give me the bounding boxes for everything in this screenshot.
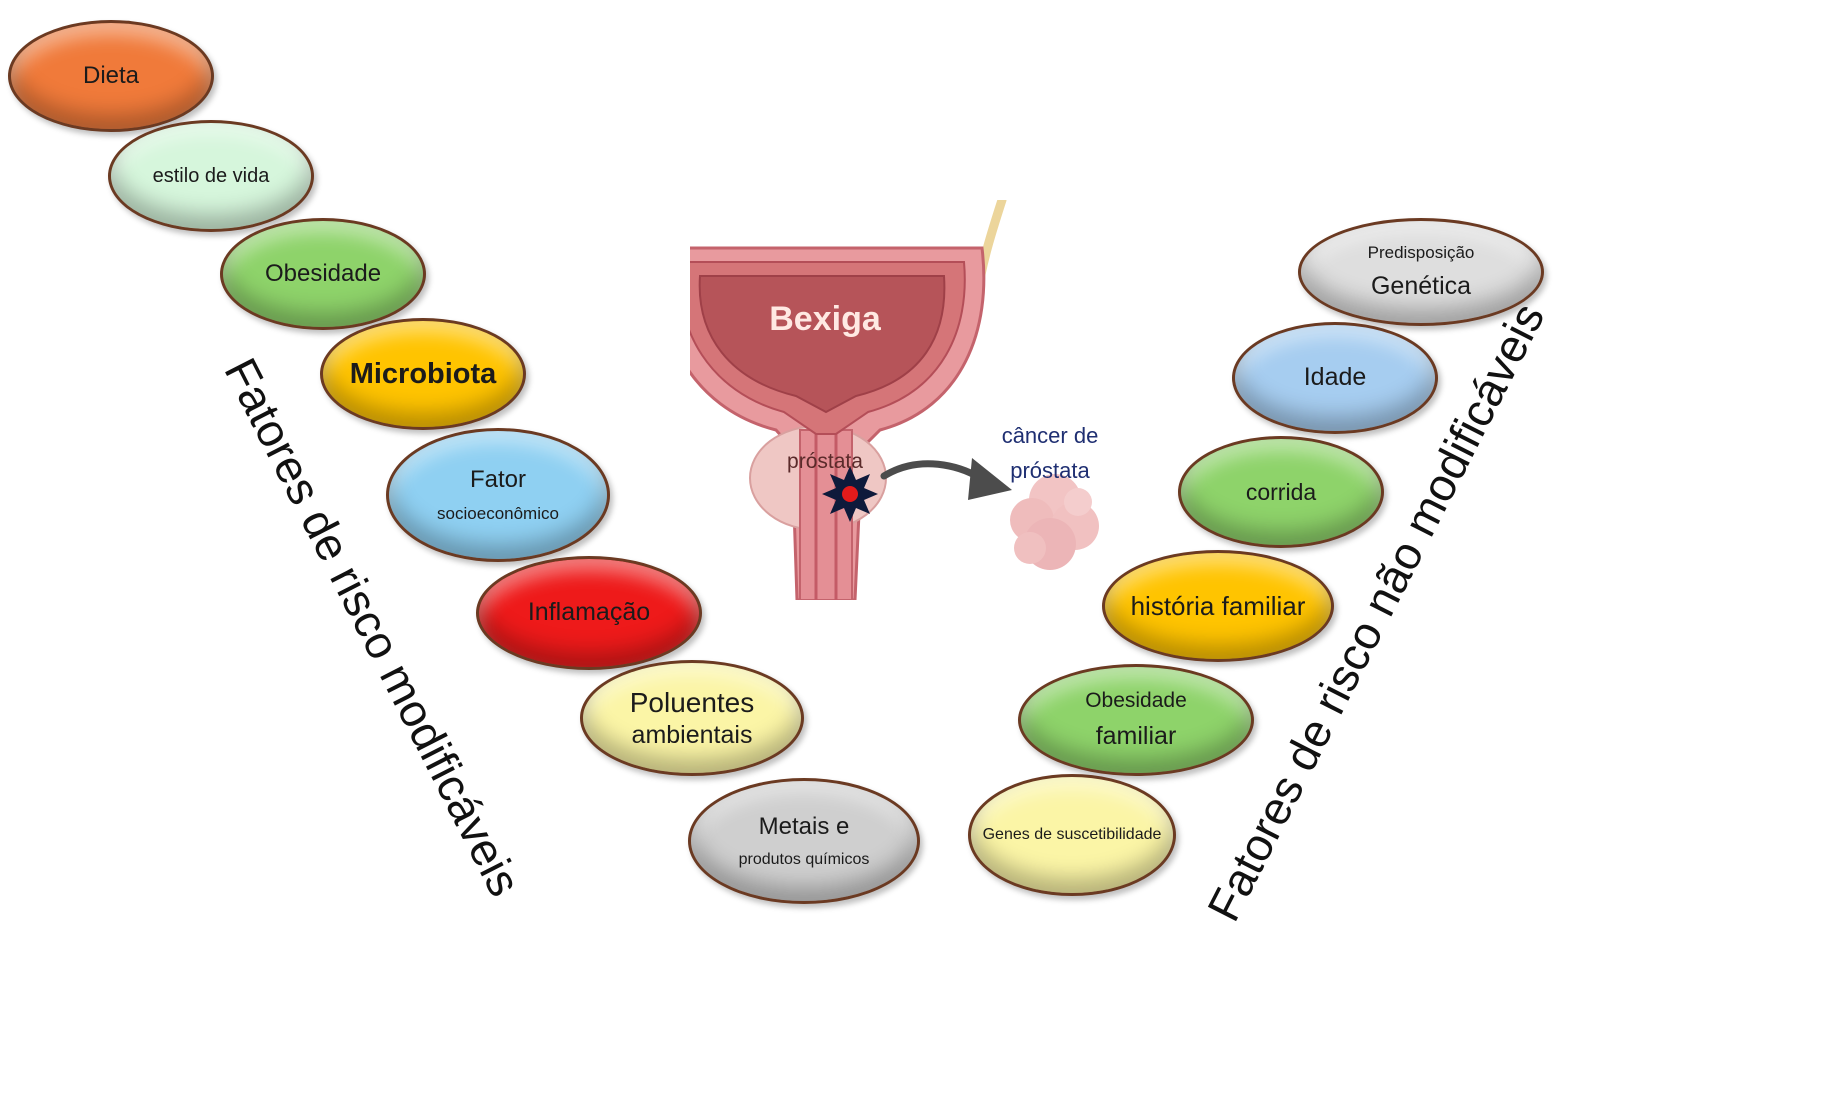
oval-dieta: Dieta: [8, 20, 214, 132]
oval-predisposicao-line1: Predisposição: [1367, 242, 1475, 262]
oval-dieta-label: Dieta: [82, 62, 140, 89]
cancer-cell-cluster: [1010, 474, 1099, 570]
oval-poluentes-line2: ambientais: [631, 720, 753, 749]
oval-predisposicao-line2: Genética: [1370, 272, 1472, 300]
oval-obesidade: Obesidade: [220, 218, 426, 330]
oval-predisposicao-genetica: Predisposição Genética: [1298, 218, 1544, 326]
oval-poluentes-line1: Poluentes: [629, 686, 755, 718]
oval-microbiota-label: Microbiota: [349, 357, 497, 390]
oval-obesidade-label: Obesidade: [264, 260, 382, 287]
oval-estilo-de-vida: estilo de vida: [108, 120, 314, 232]
oval-corrida: corrida: [1178, 436, 1384, 548]
oval-inflamacao-label: Inflamação: [527, 598, 651, 627]
oval-poluentes-ambientais: Poluentes ambientais: [580, 660, 804, 776]
oval-historia-label: história familiar: [1130, 590, 1306, 621]
oval-idade-label: Idade: [1303, 363, 1367, 392]
oval-fator-line1: Fator: [469, 466, 526, 494]
cancer-label-line2: próstata: [1010, 458, 1090, 484]
oval-genes-label: Genes de suscetibilidade: [982, 826, 1162, 843]
tumor-core: [842, 486, 858, 502]
oval-historia-familiar: história familiar: [1102, 550, 1334, 662]
oval-fator-line2: socioeconômico: [437, 504, 559, 524]
oval-microbiota: Microbiota: [320, 318, 526, 430]
oval-genes-suscetibilidade: Genes de suscetibilidade: [968, 774, 1176, 896]
oval-metais-produtos-quimicos: Metais e produtos químicos: [688, 778, 920, 904]
oval-obesidade-familiar-line1: Obesidade: [1085, 689, 1187, 713]
oval-idade: Idade: [1232, 322, 1438, 434]
oval-obesidade-familiar: Obesidade familiar: [1018, 664, 1254, 776]
oval-metais-line1: Metais e: [758, 813, 850, 840]
bladder-prostate-illustration: [690, 200, 1099, 600]
oval-inflamacao: Inflamação: [476, 556, 702, 670]
prostate-label: próstata: [787, 450, 863, 473]
progression-arrowhead: [968, 458, 1012, 500]
oval-fator-socioeconomico: Fator socioeconômico: [386, 428, 610, 562]
cancer-label-line1: câncer de: [1001, 423, 1099, 448]
progression-arrow: [880, 460, 984, 482]
bladder-lumen: [698, 275, 946, 414]
oval-corrida-label: corrida: [1245, 478, 1317, 505]
oval-obesidade-familiar-line2: familiar: [1095, 721, 1177, 750]
oval-estilo-de-vida-label: estilo de vida: [152, 164, 270, 187]
oval-metais-line2: produtos químicos: [738, 851, 870, 868]
cancer-label: câncer de próstata: [980, 418, 1120, 488]
bladder-label: Bexiga: [769, 300, 881, 338]
